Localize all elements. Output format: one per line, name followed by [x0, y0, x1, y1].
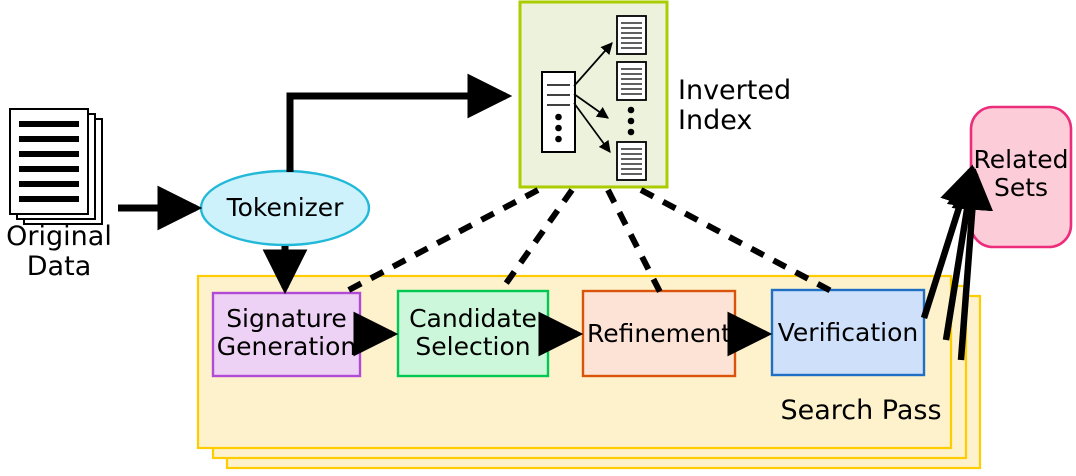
inverted-index-label-line1: Inverted: [678, 75, 792, 106]
refinement-label: Refinement: [587, 319, 731, 348]
candidate-selection-label: Candidate Selection: [409, 304, 537, 361]
signature-generation-label: Signature Generation: [216, 304, 357, 361]
verification-label: Verification: [777, 318, 919, 347]
index-table-dot: [555, 124, 562, 132]
edge-pass-to-related-sets: [951, 168, 994, 361]
edge-index-to-refinement-dashed: [605, 188, 663, 294]
index-posting-dot: [627, 117, 635, 125]
index-posting-doc: [616, 61, 647, 101]
edge-index-to-candidate-dashed: [497, 188, 575, 294]
original-data-label: Original Data: [0, 221, 118, 283]
document-sheet-front: [9, 108, 89, 215]
search-pass-label: Search Pass: [780, 395, 942, 426]
refinement-node[interactable]: [581, 289, 737, 378]
edge-index-to-signature-dashed: [343, 187, 540, 295]
inverted-index-label-line2: Index: [678, 105, 753, 137]
tokenizer-label: Tokenizer: [226, 193, 344, 222]
edge-index-to-verification-dashed: [639, 187, 835, 295]
index-table-dot: [555, 135, 562, 143]
related-sets-label: Related Sets: [973, 145, 1069, 202]
index-posting-doc: [616, 15, 647, 55]
original-data-label-line2: Data: [26, 251, 92, 283]
index-internal-arrow: [573, 93, 609, 119]
inverted-index-label: Inverted Index: [678, 75, 848, 137]
original-data-label-line1: Original: [6, 221, 112, 252]
index-internal-arrow: [573, 102, 611, 153]
signature-generation-node[interactable]: [211, 291, 362, 378]
index-posting-doc: [616, 141, 647, 181]
index-table-dot: [555, 113, 562, 121]
index-posting-dot: [627, 106, 635, 114]
index-internal-arrow: [573, 42, 613, 87]
candidate-selection-node[interactable]: [396, 289, 550, 378]
edge-tokenizer-to-index: [286, 73, 513, 172]
index-posting-dot: [627, 128, 635, 136]
